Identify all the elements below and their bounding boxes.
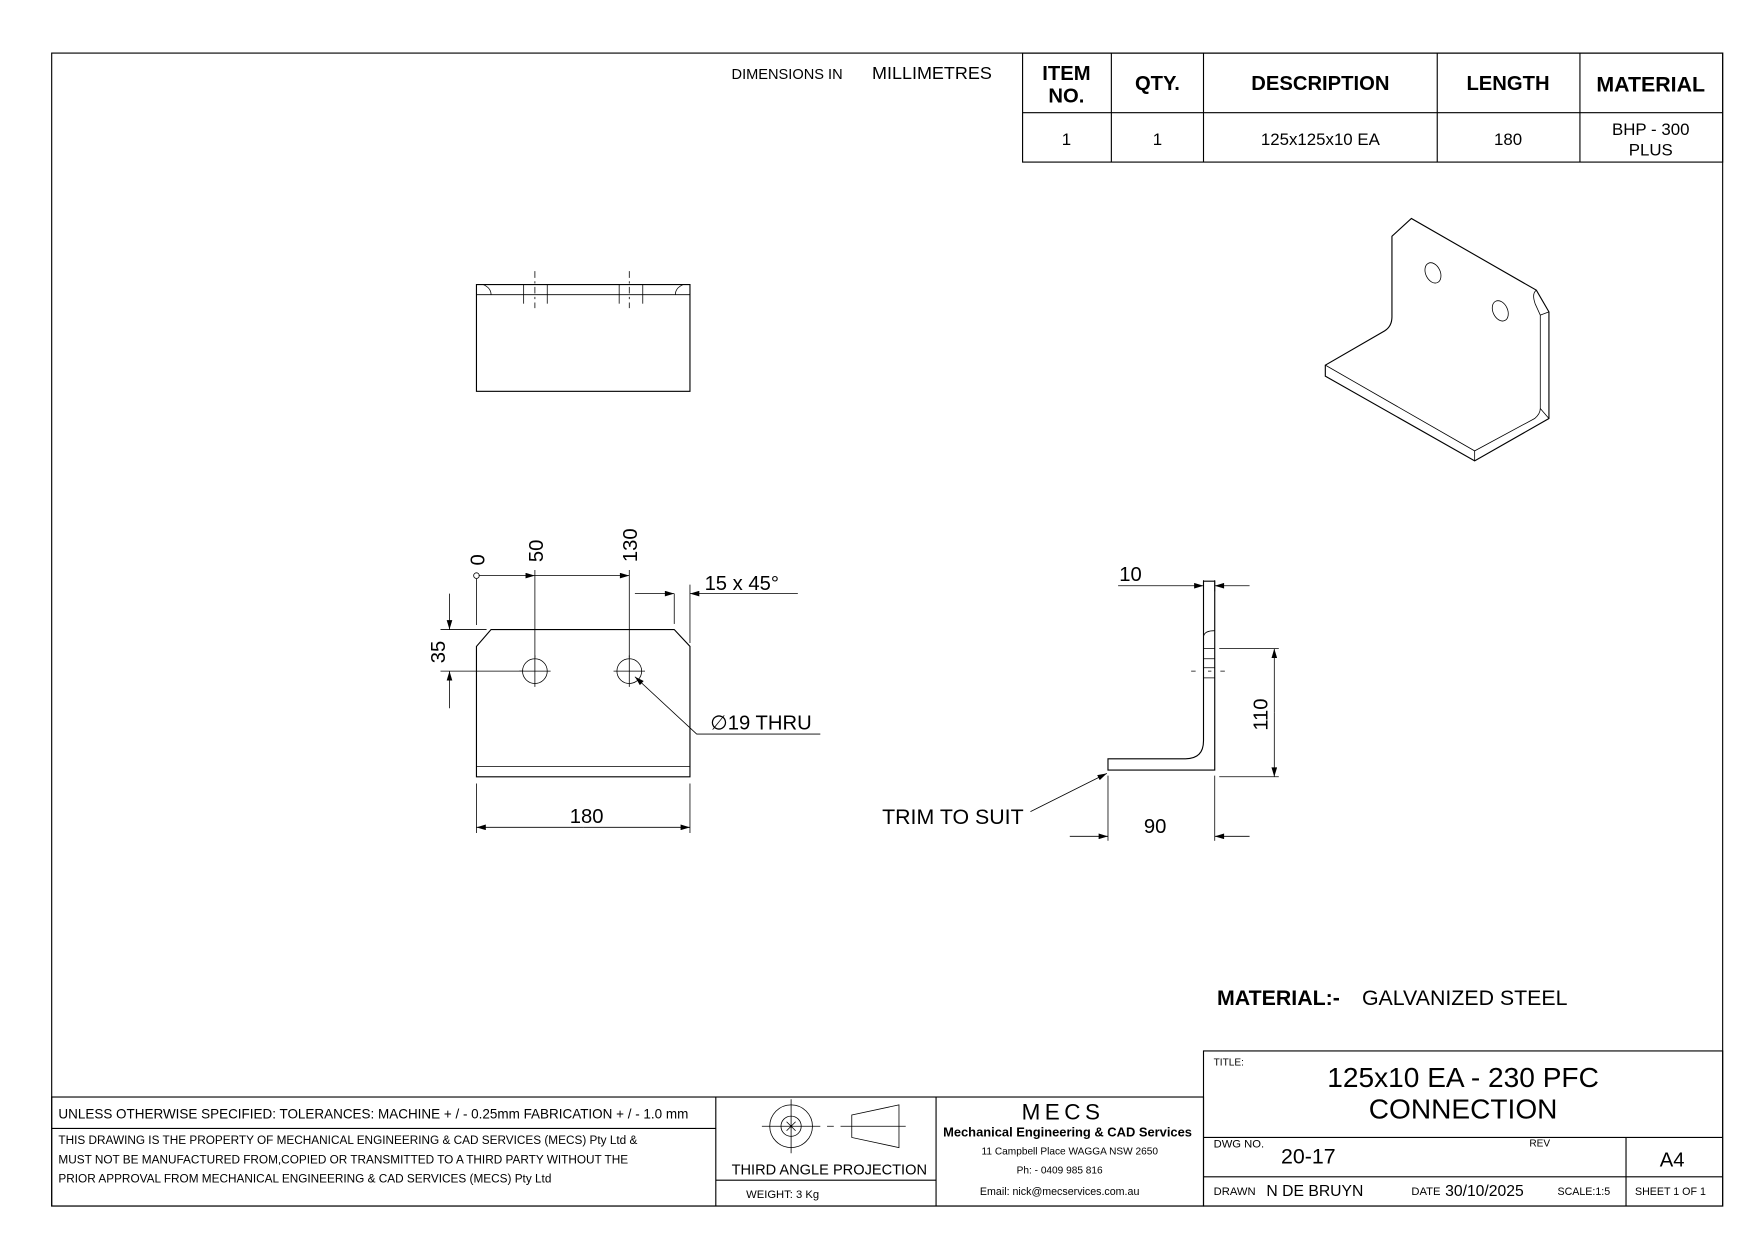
sheet-size: A4 xyxy=(1660,1150,1685,1172)
projection-label: THIRD ANGLE PROJECTION xyxy=(732,1163,927,1179)
bom-table: ITEM NO. QTY. DESCRIPTION LENGTH MATERIA… xyxy=(1022,52,1724,163)
front-view: 0 50 130 15 x 45° 35 ∅19 THRU 180 xyxy=(428,528,821,833)
company-logo: MECS xyxy=(1022,1099,1105,1124)
sheet-border xyxy=(51,52,1724,1207)
company-phone: Ph: - 0409 985 816 xyxy=(1017,1165,1103,1176)
property-note-3: PRIOR APPROVAL FROM MECHANICAL ENGINEERI… xyxy=(58,1172,551,1185)
dimension-90: 90 xyxy=(1144,816,1167,838)
bom-row: 1 1 125x125x10 EA 180 BHP - 300 PLUS xyxy=(1062,120,1690,159)
tolerances-note: UNLESS OTHERWISE SPECIFIED: TOLERANCES: … xyxy=(58,1106,688,1121)
company-email: Email: nick@mecservices.com.au xyxy=(980,1186,1140,1198)
material-note-label: MATERIAL:- xyxy=(1217,986,1340,1010)
property-note-2: MUST NOT BE MANUFACTURED FROM,COPIED OR … xyxy=(58,1153,628,1166)
weight: WEIGHT: 3 Kg xyxy=(746,1189,819,1201)
trim-note: TRIM TO SUIT xyxy=(882,805,1024,829)
third-angle-projection-icon xyxy=(761,1099,906,1154)
bom-header-description: DESCRIPTION xyxy=(1251,73,1389,95)
bom-material-line2: PLUS xyxy=(1629,140,1673,159)
sheet-number: SHEET 1 OF 1 xyxy=(1635,1186,1706,1198)
company-address: 11 Campbell Place WAGGA NSW 2650 xyxy=(982,1146,1159,1157)
bom-material-line1: BHP - 300 xyxy=(1612,120,1689,139)
side-view: 10 110 90 TRIM TO SUIT xyxy=(882,564,1279,841)
bom-header-material: MATERIAL xyxy=(1596,72,1705,96)
top-view xyxy=(475,271,691,392)
chamfer-dimension: 15 x 45° xyxy=(705,573,779,595)
bom-item: 1 xyxy=(1062,130,1071,149)
date-label: DATE xyxy=(1411,1186,1440,1198)
date: 30/10/2025 xyxy=(1445,1183,1524,1200)
dimensions-label: DIMENSIONS IN xyxy=(732,67,843,83)
hole-callout: ∅19 THRU xyxy=(710,713,812,735)
dimension-110: 110 xyxy=(1251,698,1273,730)
company-name: Mechanical Engineering & CAD Services xyxy=(943,1124,1192,1139)
bom-header-no: NO. xyxy=(1048,86,1084,108)
title-block: UNLESS OTHERWISE SPECIFIED: TOLERANCES: … xyxy=(51,1050,1724,1207)
rev-label: REV xyxy=(1529,1138,1550,1149)
drawing-title-line1: 125x10 EA - 230 PFC xyxy=(1327,1062,1599,1093)
ordinate-130: 130 xyxy=(620,528,642,562)
dwg-no-label: DWG NO. xyxy=(1214,1139,1264,1151)
property-note-1: THIS DRAWING IS THE PROPERTY OF MECHANIC… xyxy=(58,1134,637,1147)
scale: SCALE:1:5 xyxy=(1557,1186,1610,1198)
dimension-10: 10 xyxy=(1119,564,1142,586)
bom-qty: 1 xyxy=(1153,130,1162,149)
bom-header-qty: QTY. xyxy=(1135,73,1180,95)
drawn-by: N DE BRUYN xyxy=(1266,1183,1363,1200)
title-label: TITLE: xyxy=(1214,1058,1244,1069)
ordinate-50: 50 xyxy=(526,540,548,563)
drawn-label: DRAWN xyxy=(1214,1186,1256,1198)
dwg-no: 20-17 xyxy=(1281,1144,1336,1168)
material-note-value: GALVANIZED STEEL xyxy=(1362,986,1568,1010)
bom-description: 125x125x10 EA xyxy=(1261,130,1381,149)
isometric-view xyxy=(1324,217,1550,462)
dimension-180: 180 xyxy=(570,806,604,828)
bom-header-item: ITEM xyxy=(1042,63,1090,85)
drawing-title-line2: CONNECTION xyxy=(1369,1093,1558,1124)
ordinate-0: 0 xyxy=(467,554,489,565)
bom-length: 180 xyxy=(1494,130,1522,149)
dimensions-unit: MILLIMETRES xyxy=(872,63,992,83)
dimension-35: 35 xyxy=(428,641,450,664)
bom-header-length: LENGTH xyxy=(1466,73,1549,95)
